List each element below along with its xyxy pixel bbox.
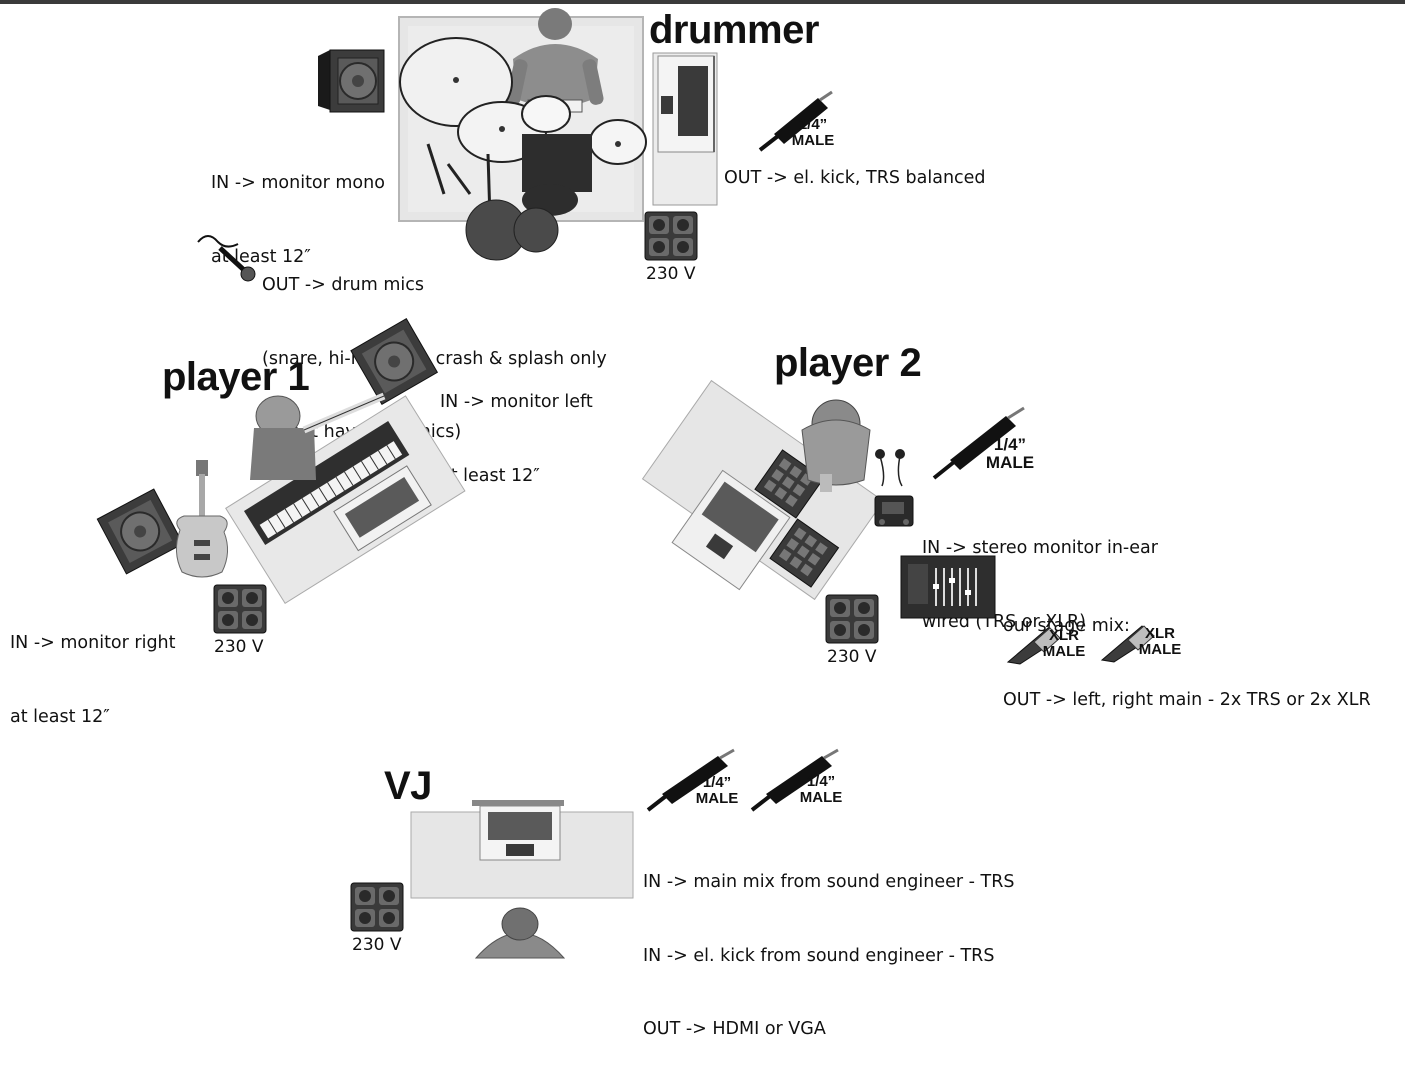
xlr-plug-icon	[1006, 627, 1061, 665]
stage-monitor-icon	[350, 317, 439, 406]
player1-monitor-right-note: IN -> monitor right at least 12″	[10, 633, 176, 727]
laptop-icon	[671, 469, 791, 591]
quarter-inch-jack-icon	[758, 90, 833, 152]
person-icon	[250, 392, 386, 480]
player2-xlr-label-2: XLR MALE	[1138, 625, 1182, 658]
player2-mix-note: our stage mix: OUT -> left, right main -…	[1003, 616, 1371, 710]
stage-monitor-icon	[96, 488, 184, 575]
player2-jack-label: 1/4” MALE	[985, 435, 1035, 472]
mixer-icon	[900, 555, 996, 619]
in-ear-headphones-icon	[875, 449, 905, 487]
player1-voltage: 230 V	[214, 637, 264, 657]
vj-voltage: 230 V	[352, 935, 402, 955]
stage-monitor-icon	[318, 49, 385, 113]
xlr-plug-icon	[1100, 625, 1155, 663]
quarter-inch-jack-icon	[646, 748, 735, 812]
player2-voltage: 230 V	[827, 647, 877, 667]
drummer-kick-note: OUT -> el. kick, TRS balanced	[724, 168, 986, 188]
vj-jack-label-1: 1/4” MALE	[695, 774, 739, 807]
drummer-voltage: 230 V	[646, 264, 696, 284]
laptop-icon	[410, 800, 634, 899]
person-icon	[474, 907, 566, 959]
player2-title: player 2	[774, 341, 922, 385]
drummer-monitor-note: IN -> monitor mono at least 12″	[211, 173, 385, 267]
bass-guitar-icon	[176, 460, 228, 578]
microphone-icon	[197, 235, 256, 282]
di-box-icon	[874, 495, 914, 527]
vj-title: VJ	[384, 764, 432, 808]
quarter-inch-jack-icon	[932, 406, 1025, 480]
power-outlet-icon	[825, 594, 879, 644]
top-border	[0, 0, 1405, 4]
person-icon	[801, 399, 871, 492]
vj-io-note: IN -> main mix from sound engineer - TRS…	[643, 872, 1015, 1039]
player1-title: player 1	[162, 355, 310, 399]
quarter-inch-jack-icon	[750, 748, 839, 812]
vj-jack-label-2: 1/4” MALE	[799, 773, 843, 806]
keyboard-icon	[225, 395, 466, 604]
power-outlet-icon	[350, 882, 404, 932]
drummer-title: drummer	[649, 8, 819, 52]
drummer-jack-label: 1/4” MALE	[791, 116, 835, 149]
drum-kit-icon	[399, 8, 647, 261]
power-outlet-icon	[213, 584, 267, 634]
player2-xlr-label-1: XLR MALE	[1042, 627, 1086, 660]
laptop-icon	[652, 52, 718, 206]
power-outlet-icon	[644, 211, 698, 261]
